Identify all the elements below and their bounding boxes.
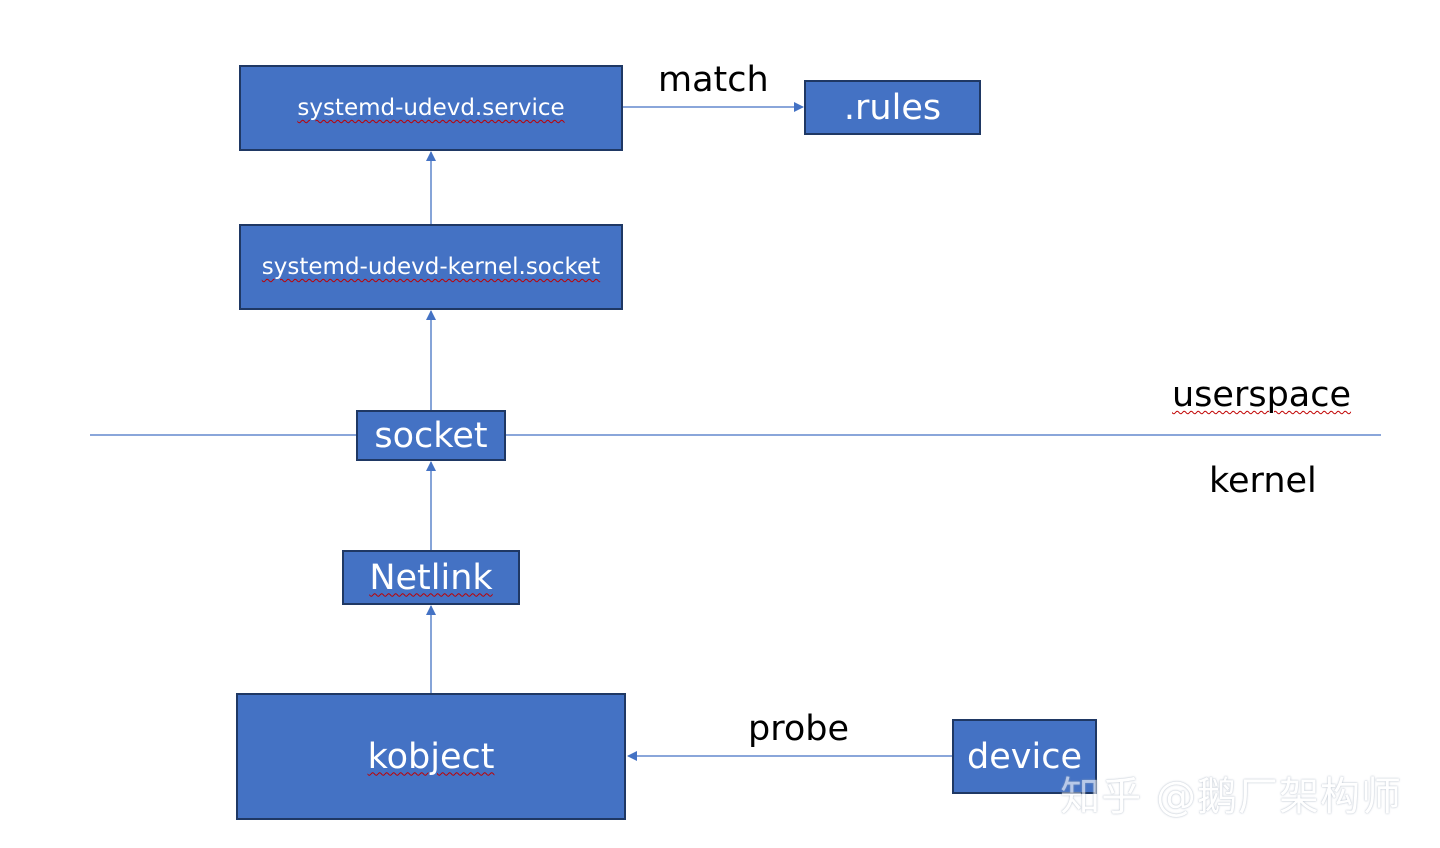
node-systemd-udevd-service-label: systemd-udevd.service xyxy=(297,95,565,121)
region-label-kernel: kernel xyxy=(1209,461,1317,501)
node-socket-label: socket xyxy=(374,415,488,456)
node-socket: socket xyxy=(356,410,506,461)
watermark: 知乎 @鹅厂架构师 xyxy=(1060,774,1402,820)
node-systemd-udevd-service: systemd-udevd.service xyxy=(239,65,623,151)
node-kernel-socket-label: systemd-udevd-kernel.socket xyxy=(261,254,601,280)
node-device: device xyxy=(952,719,1097,794)
edge-label-match: match xyxy=(658,60,769,100)
node-systemd-udevd-kernel-socket: systemd-udevd-kernel.socket xyxy=(239,224,623,310)
node-device-label: device xyxy=(967,736,1082,777)
region-label-userspace: userspace xyxy=(1172,375,1352,415)
node-netlink: Netlink xyxy=(342,550,520,605)
node-kobject-label: kobject xyxy=(367,736,495,777)
node-rules: .rules xyxy=(804,80,981,135)
node-kobject: kobject xyxy=(236,693,626,820)
node-netlink-label: Netlink xyxy=(369,557,493,598)
node-rules-label: .rules xyxy=(843,87,942,128)
edge-label-probe: probe xyxy=(748,709,850,749)
